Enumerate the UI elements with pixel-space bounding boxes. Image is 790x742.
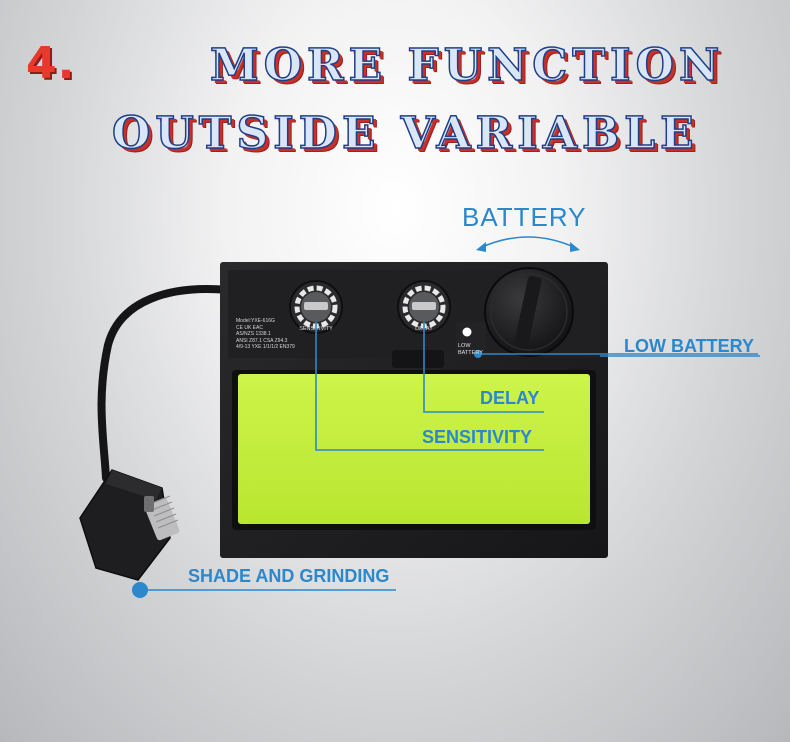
standard-2-text: ANSI Z87.1 CSA Z94.3 (236, 337, 288, 344)
low-battery-led (462, 327, 472, 337)
low-battery-label: LOW BATTERY (624, 336, 754, 356)
headline-line-2: OUTSIDE VARIABLE (111, 107, 699, 160)
battery-label: BATTERY (462, 202, 587, 232)
shade-cable (97, 285, 232, 482)
battery-cap (484, 267, 574, 357)
sensitivity-label: SENSITIVITY (422, 427, 533, 447)
shade-and-grinding-label: SHADE AND GRINDING (188, 566, 390, 586)
standard-1-text: AS/NZS 1338.1 (236, 331, 271, 338)
low-battery-indicator-text: LOW BATTERY (458, 343, 488, 357)
low-battery-callout-dot (474, 350, 482, 358)
sensitivity-callout-line (315, 322, 544, 451)
control-slot (392, 350, 444, 368)
device-certification-print: Model:YXE-616G CE UK EAC AS/NZS 1338.1 A… (236, 318, 306, 351)
delay-callout-line (423, 322, 544, 413)
low-battery-indicator-line1: LOW (458, 343, 471, 349)
shade-callout-dot (132, 582, 148, 598)
standard-3-text: 4/9-13 YXE 1/1/1/2 EN379 (236, 344, 295, 351)
shade-module (79, 469, 180, 581)
battery-arrow-left-head (476, 242, 486, 252)
battery-rotate-arrow (479, 236, 577, 249)
delay-label: DELAY (480, 388, 540, 408)
certification-marks: CE UK EAC (236, 324, 263, 331)
low-battery-indicator-line2: BATTERY (458, 350, 483, 356)
model-text: Model:YXE-616G (236, 318, 275, 324)
battery-arrow-right-head (570, 242, 580, 252)
step-number: 4. (26, 38, 76, 89)
